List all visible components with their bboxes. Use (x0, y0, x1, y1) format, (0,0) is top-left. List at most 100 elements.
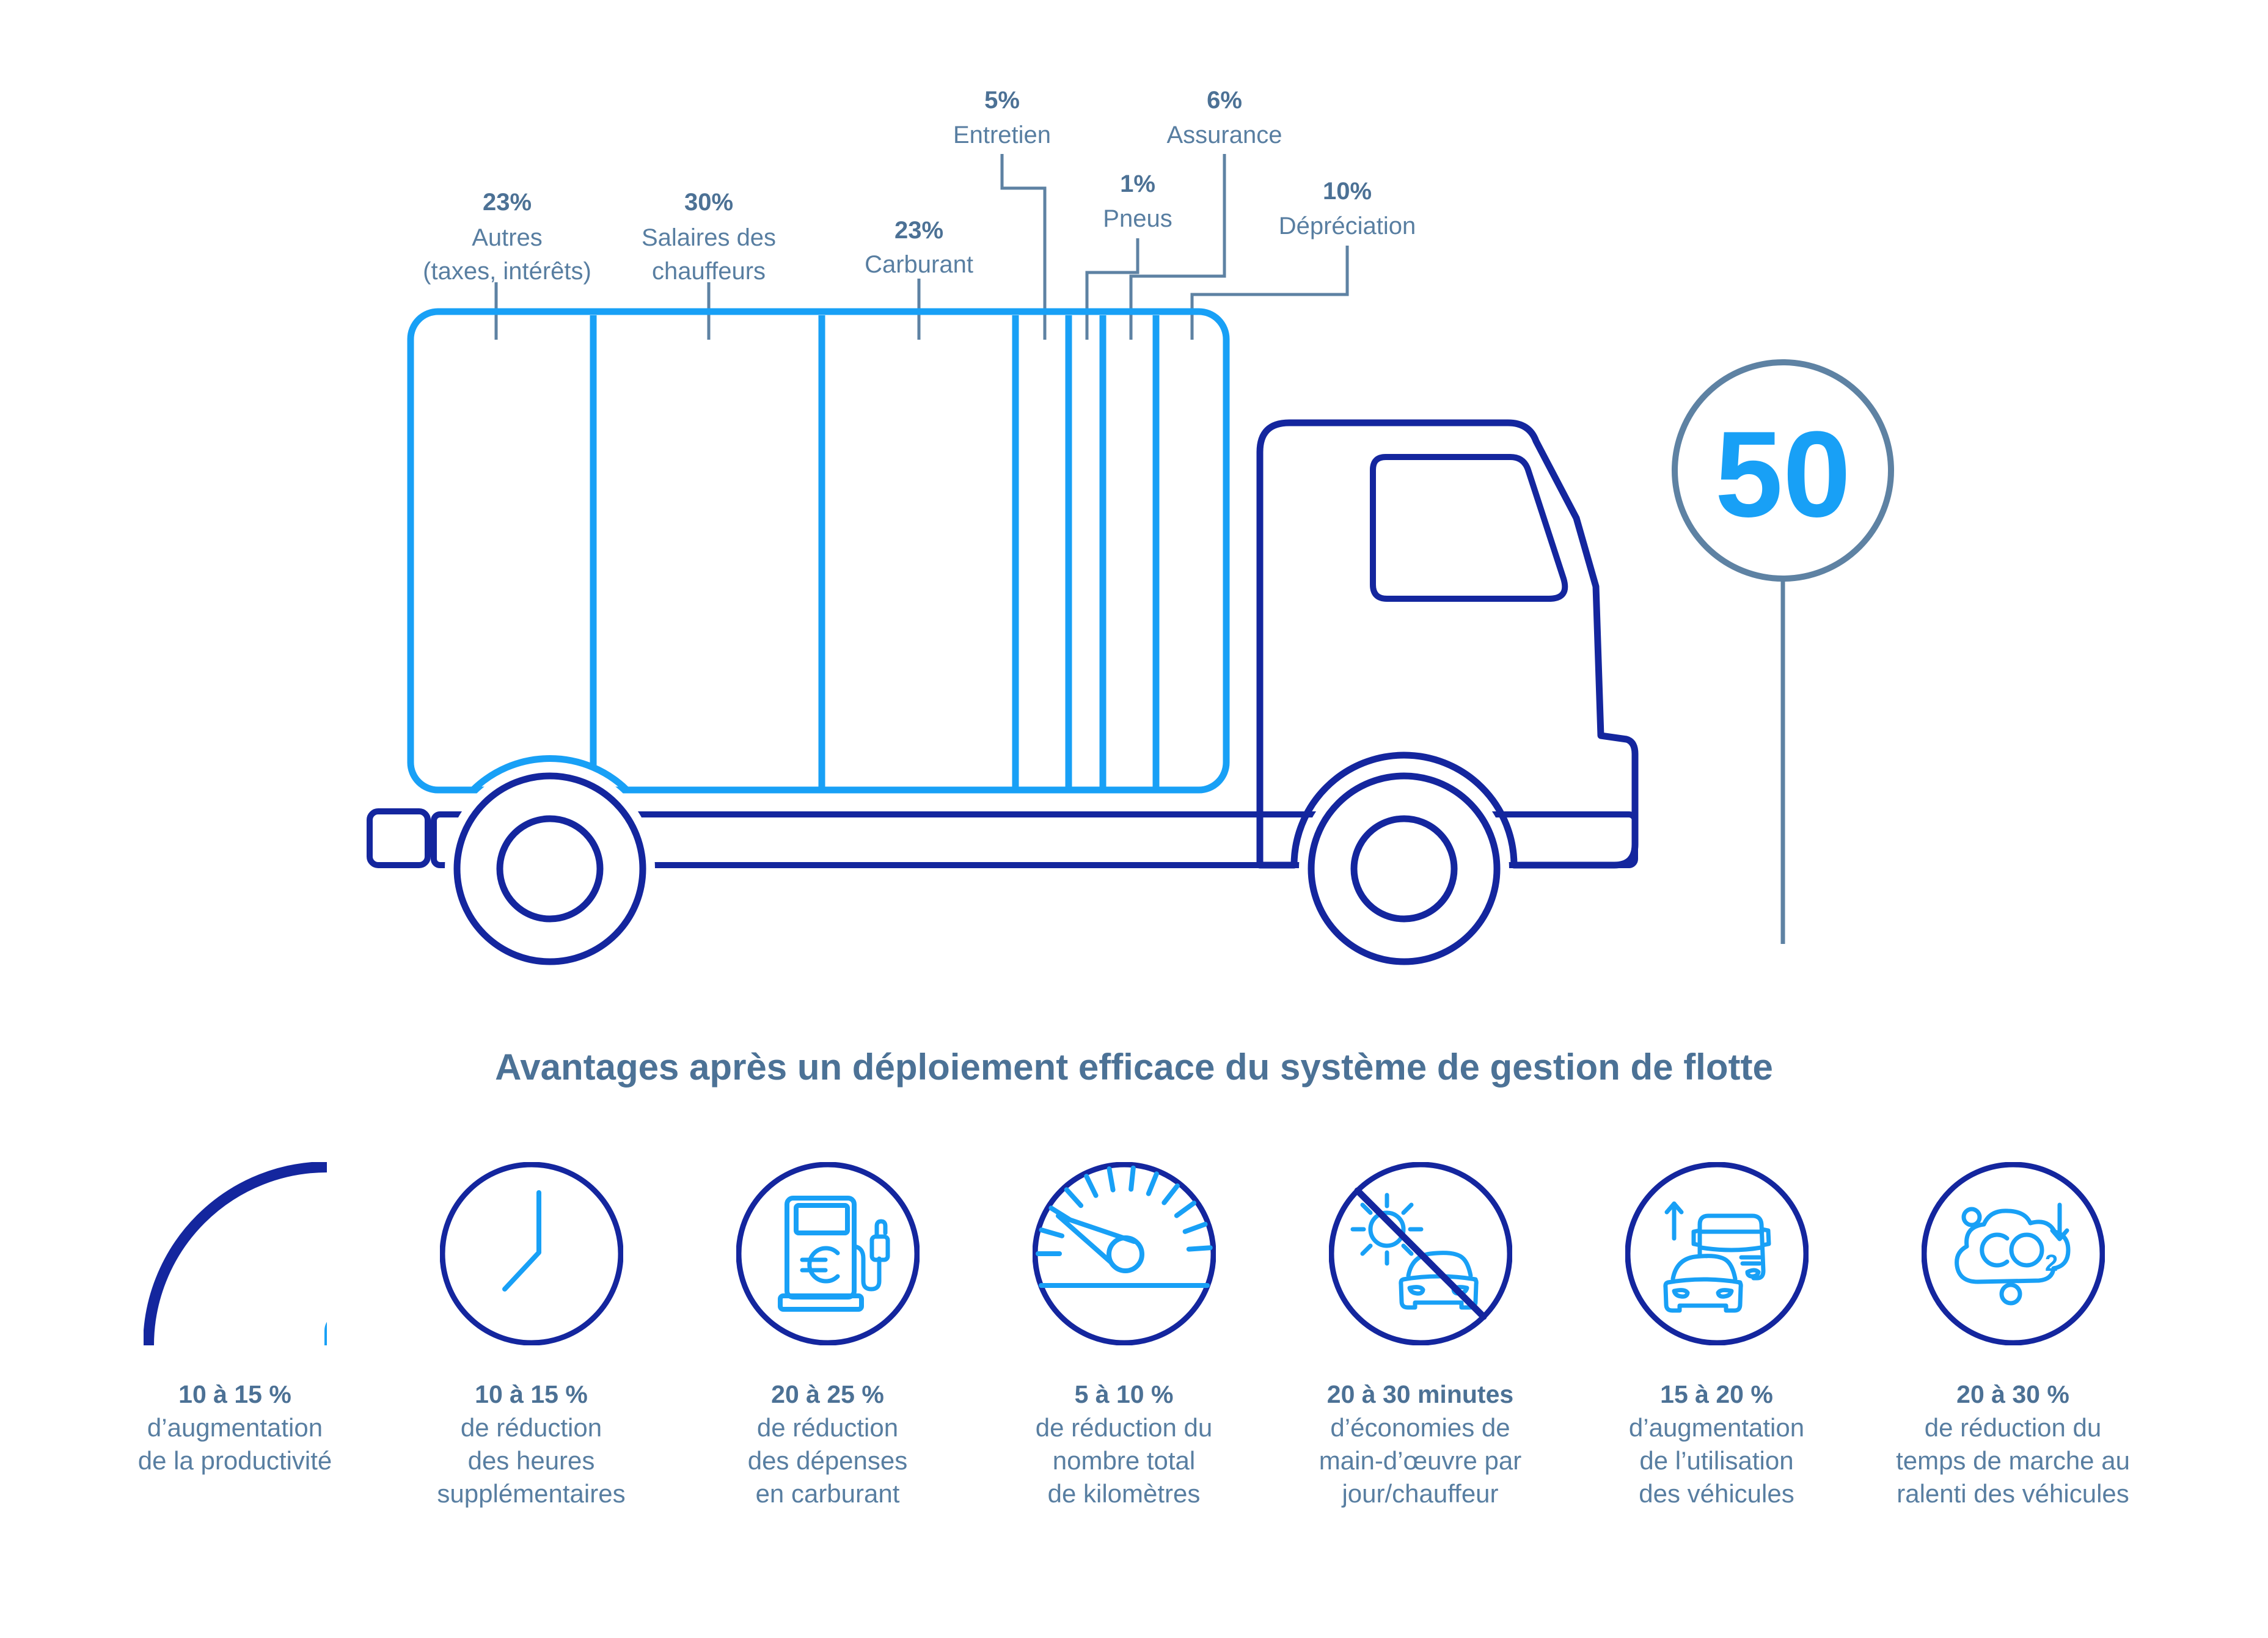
benefit-line: en carburant (755, 1479, 900, 1508)
benefit-overtime: 10 à 15 % de réduction des heures supplé… (383, 1162, 679, 1510)
nozzle-handle (874, 1219, 887, 1239)
cargo-dividers (590, 315, 1160, 787)
cost-pct: 6% (1207, 87, 1242, 114)
benefit-line: des véhicules (1639, 1479, 1794, 1508)
cost-name: Entretien (953, 122, 1051, 148)
up-arrow-icon (1664, 1201, 1683, 1241)
co2-subscript: 2 (2045, 1251, 2058, 1276)
rear-wheel-arch (470, 755, 629, 792)
benefits-title: Avantages après un déploiement efficace … (495, 1047, 1773, 1088)
prohibition-slash (1354, 1187, 1487, 1320)
benefit-range: 20 à 25 % (771, 1380, 884, 1408)
leader-line (1190, 246, 1349, 340)
leader-line (1085, 238, 1139, 340)
cost-name: chauffeurs (652, 258, 766, 285)
leader-line (1129, 154, 1226, 340)
benefit-line: des heures (467, 1446, 595, 1475)
cost-name: Salaires des (642, 224, 776, 251)
speed-limit-sign: 50 (1672, 359, 1894, 944)
benefits-row: 10 à 15 % d’augmentation de la productiv… (87, 1162, 2161, 1510)
car-front-icon (1663, 1254, 1743, 1313)
rear-wheel-hub (496, 815, 604, 923)
rear-bumper (367, 808, 431, 868)
benefit-line: d’augmentation (147, 1413, 323, 1442)
leader-lines (494, 154, 1349, 340)
benefit-line: de réduction du (1035, 1413, 1213, 1442)
benefit-line: de réduction (756, 1413, 899, 1442)
benefit-line: d’augmentation (1628, 1413, 1805, 1442)
icon-circle (1921, 1162, 2105, 1345)
sun-icon (1350, 1193, 1423, 1266)
cost-name: (taxes, intérêts) (423, 258, 591, 285)
cost-name: Carburant (865, 251, 973, 278)
pump-hose (852, 1244, 881, 1292)
cab-window (1370, 454, 1568, 602)
truck-cargo-box (407, 308, 1230, 794)
benefit-range: 20 à 30 minutes (1326, 1380, 1514, 1408)
cost-pct: 30% (684, 189, 733, 216)
cost-name: Autres (472, 224, 543, 251)
gauge-needle (1055, 1213, 1144, 1273)
bar-chart-icon (143, 1162, 327, 1345)
benefit-productivity: 10 à 15 % d’augmentation de la productiv… (87, 1162, 383, 1510)
benefit-range: 10 à 15 % (178, 1380, 291, 1408)
benefit-line: jour/chauffeur (1342, 1479, 1499, 1508)
cost-label-autres: 23% Autres (taxes, intérêts) (423, 189, 591, 285)
truck-cost-diagram: 23% Autres (taxes, intérêts) 30% Salaire… (367, 87, 1894, 965)
cloud-puff (1999, 1282, 2022, 1306)
cost-name: Assurance (1167, 122, 1282, 148)
rear-wheel (453, 772, 646, 965)
benefit-range: 20 à 30 % (1956, 1380, 2069, 1408)
benefit-line: de réduction (460, 1413, 602, 1442)
truck-cab (1256, 419, 1639, 869)
icon-circle (439, 1162, 623, 1345)
benefit-idle-co2: 2 20 à 30 % de réduction du temps de mar… (1865, 1162, 2161, 1510)
cost-name: Dépréciation (1279, 213, 1416, 239)
cost-label-carburant: 23% Carburant (865, 217, 973, 278)
cost-pct: 10% (1323, 178, 1372, 205)
pump-base (777, 1293, 864, 1312)
icon-circle (736, 1162, 920, 1345)
icon-circle (1032, 1162, 1216, 1345)
benefit-fuel: 20 à 25 % de réduction des dépenses en c… (679, 1162, 976, 1510)
gauge-ticks (1035, 1165, 1213, 1256)
icon-circle (143, 1162, 327, 1345)
icon-circle (1328, 1162, 1512, 1345)
benefit-line: de réduction du (1924, 1413, 2102, 1442)
front-wheel-hub (1350, 815, 1458, 923)
co2-reduction-icon: 2 (1921, 1162, 2105, 1345)
benefit-line: ralenti des véhicules (1897, 1479, 2129, 1508)
benefit-line: d’économies de (1330, 1413, 1510, 1442)
cost-pct: 23% (483, 189, 532, 216)
cost-label-assurance: 6% Assurance (1167, 87, 1282, 148)
cost-label-entretien: 5% Entretien (953, 87, 1051, 148)
benefit-range: 10 à 15 % (475, 1380, 588, 1408)
rising-bars (324, 1314, 327, 1345)
chassis (431, 811, 1638, 868)
leader-line (1000, 154, 1047, 340)
pump-screen (793, 1203, 850, 1235)
icon-circle (1625, 1162, 1809, 1345)
benefit-line: de l’utilisation (1639, 1446, 1794, 1475)
co2-cloud (1954, 1208, 2070, 1284)
clock-hands (502, 1190, 541, 1292)
truck-front-icon (1691, 1213, 1771, 1281)
benefit-utilization: 15 à 20 % d’augmentation de l’utilisatio… (1568, 1162, 1865, 1510)
fleet-utilization-icon (1625, 1162, 1809, 1345)
euro-symbol (800, 1246, 840, 1284)
cost-pct: 5% (984, 87, 1020, 114)
sign-circle (1672, 359, 1894, 582)
speedometer-icon (1032, 1162, 1216, 1345)
benefit-labor-savings: 20 à 30 minutes d’économies de main-d’œu… (1272, 1162, 1568, 1510)
clock-icon (439, 1162, 623, 1345)
speed-sign-value: 50 (1715, 406, 1851, 543)
benefit-line: des dépenses (747, 1446, 908, 1475)
small-bubble (1961, 1207, 1981, 1227)
pump-nozzle (869, 1234, 890, 1262)
benefit-line: supplémentaires (437, 1479, 626, 1508)
cost-label-pneus: 1% Pneus (1103, 170, 1172, 232)
cost-name: Pneus (1103, 205, 1172, 232)
benefit-line: de la productivité (137, 1446, 332, 1475)
cost-label-depreciation: 10% Dépréciation (1279, 178, 1416, 239)
